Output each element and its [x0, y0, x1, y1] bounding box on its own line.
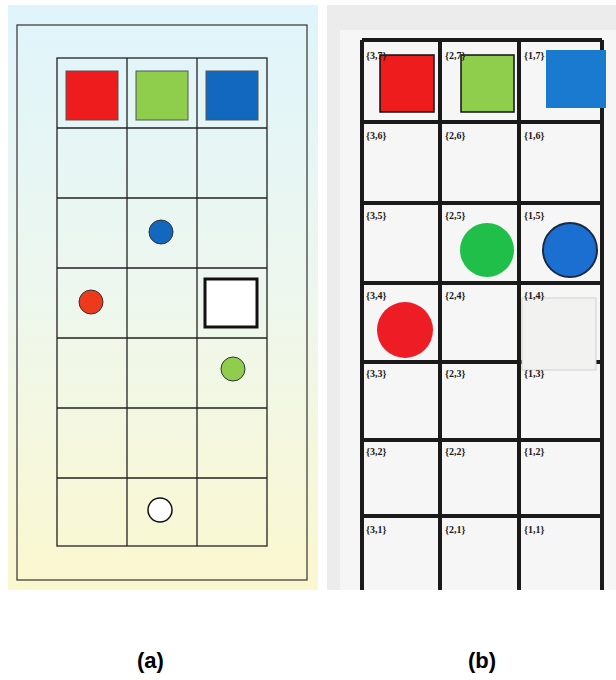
- cell-coordinate: {2,3}: [445, 368, 465, 379]
- panel-label: (b): [468, 648, 496, 674]
- red-ball: [79, 290, 103, 314]
- grid-b: [362, 40, 602, 590]
- panel-a-frame: [17, 25, 307, 580]
- cell-coordinate: {2,4}: [445, 290, 465, 301]
- robot-marker: [148, 498, 172, 522]
- cell-coordinate: {1,4}: [524, 290, 544, 301]
- blue-target: [206, 71, 258, 120]
- blue-target-photo: [546, 50, 606, 108]
- cell-coordinate: {3,6}: [366, 130, 386, 141]
- cell-coordinate: {3,1}: [366, 524, 386, 535]
- cell-coordinate: {3,3}: [366, 368, 386, 379]
- cell-coordinate: {3,4}: [366, 290, 386, 301]
- cell-coordinate: {2,5}: [445, 210, 465, 221]
- green-target: [136, 71, 188, 120]
- cell-coordinate: {3,2}: [366, 446, 386, 457]
- panel-b-photo: [327, 5, 616, 590]
- cell-coordinate: {1,2}: [524, 446, 544, 457]
- cell-coordinate: {2,7}: [445, 50, 465, 61]
- cell-coordinate: {2,2}: [445, 446, 465, 457]
- panel-a-ground: [8, 5, 318, 590]
- obstacle-box-photo: [522, 298, 596, 370]
- green-ball: [221, 357, 245, 381]
- cell-coordinate: {2,1}: [445, 524, 465, 535]
- grid-a: [57, 58, 267, 546]
- cell-coordinate: {1,1}: [524, 524, 544, 535]
- cell-coordinate: {2,6}: [445, 130, 465, 141]
- cell-coordinate: {3,5}: [366, 210, 386, 221]
- red-ball-photo: [377, 302, 433, 358]
- cell-coordinate: {1,7}: [524, 50, 544, 61]
- obstacle-box: [205, 279, 257, 327]
- cell-coordinate: {1,5}: [524, 210, 544, 221]
- cell-coordinate: {1,3}: [524, 368, 544, 379]
- blue-ball-photo: [543, 223, 597, 277]
- green-ball-photo: [460, 223, 514, 277]
- blue-ball: [149, 220, 173, 244]
- paper-sheet: [340, 30, 616, 590]
- green-target-photo: [461, 55, 514, 112]
- cell-coordinate: {1,6}: [524, 130, 544, 141]
- red-target: [66, 71, 118, 120]
- red-target-photo: [380, 55, 434, 112]
- cell-coordinate: {3,7}: [366, 50, 386, 61]
- panel-label: (a): [137, 648, 164, 674]
